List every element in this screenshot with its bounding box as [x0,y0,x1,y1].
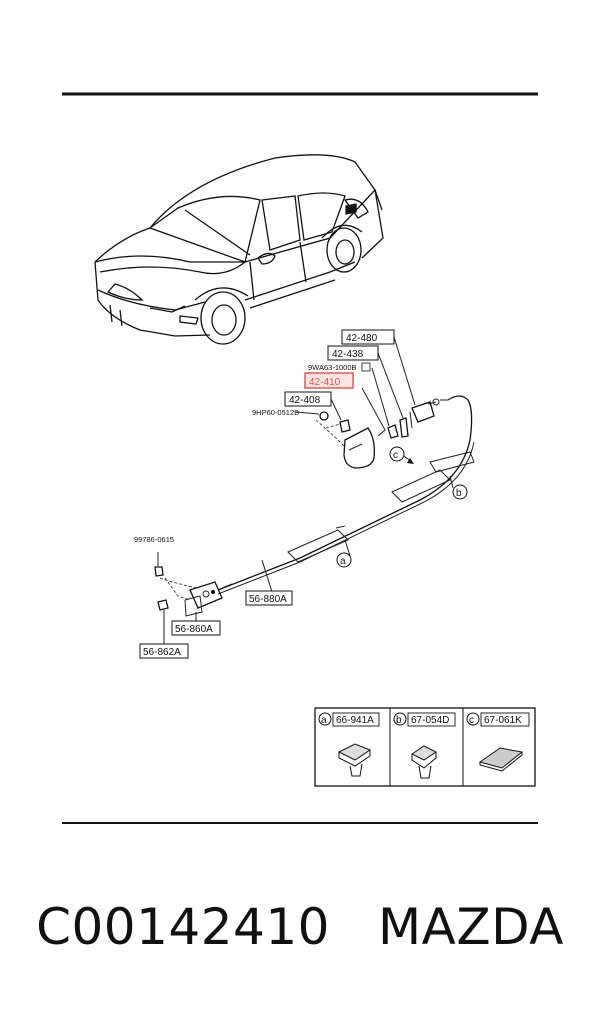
clip-a-icon [337,743,372,777]
highlight-box [304,372,354,389]
part-label-56-880a: 56-880A [249,594,287,605]
legend-b-part: 67-054D [411,715,449,726]
pad-c-icon [478,747,524,772]
part-label-42-410: 42-410 [309,377,341,388]
part-label-9hp60-0512b: 9HP60-0512B [252,408,299,417]
footer-caption: C00142410 MAZDA [0,898,600,956]
car-illustration [94,154,384,345]
legend-c-part: 67-061K [484,715,522,726]
clip-b-icon [411,745,437,779]
legend-a-part: 66-941A [336,715,374,726]
brand-text: MAZDA [377,898,564,956]
part-labels: 42-480 42-438 9WA63-1000B 42-410 42-408 … [134,329,468,659]
part-label-42-408: 42-408 [289,395,321,406]
cable-assembly [154,336,475,648]
part-number-text: C00142410 [36,898,330,956]
callout-c: c [393,450,398,461]
legend-b-letter: b [396,715,402,726]
part-label-42-438: 42-438 [332,349,364,360]
part-label-56-862a: 56-862A [143,647,181,658]
callout-b: b [456,488,462,499]
legend-c-letter: c [469,715,474,726]
part-label-56-860a: 56-860A [175,624,213,635]
part-label-9wa63-1000b: 9WA63-1000B [308,363,357,372]
callout-a: a [340,556,346,567]
legend-box: a 66-941A b 67-054D c 67-061K [314,707,536,787]
legend-a-letter: a [321,715,327,726]
part-label-99786-0615: 99786-0615 [134,535,174,544]
part-label-42-480: 42-480 [346,333,378,344]
